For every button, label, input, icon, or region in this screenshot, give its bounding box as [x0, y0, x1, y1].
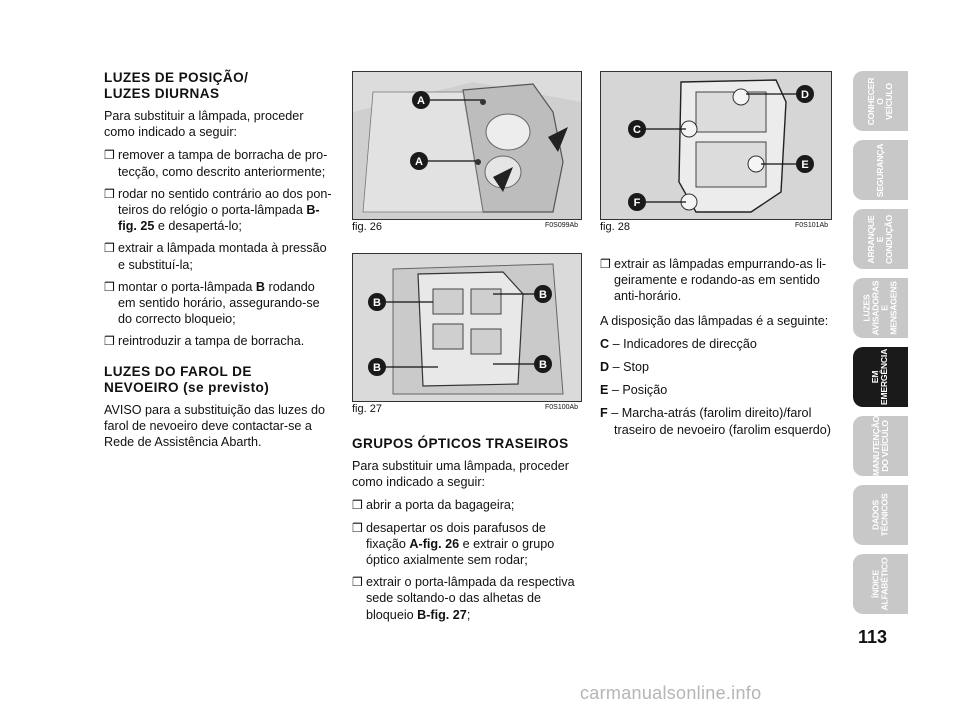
callout-label: B: [539, 359, 547, 371]
checkbox-bullet-icon: ❒: [352, 498, 363, 513]
checkbox-bullet-icon: ❒: [352, 520, 363, 535]
list-item: ❒abrir a porta da bagageira;: [352, 498, 515, 513]
column-1: LUZES DE POSIÇÃO/LUZES DIURNAS Para subs…: [104, 70, 334, 457]
lamp-item-f: F – Marcha-atrás (farolim direito)/farol…: [600, 406, 831, 437]
lamp-item-c: C – Indicadores de direcção: [600, 336, 757, 351]
tab-dados-tecnicos[interactable]: DADOS TÉCNICOS: [853, 485, 908, 545]
figure-26-image: A A: [352, 71, 582, 220]
tab-conhecer-o-veiculo[interactable]: CONHECER O VEÍCULO: [853, 71, 908, 131]
tab-manutencao-do-veiculo[interactable]: MANUTENÇÃO DO VEÍCULO: [853, 416, 908, 476]
list-item: ❒rodar no sentido contrário ao dos pon­t…: [104, 186, 332, 234]
list-item: ❒extrair as lâmpadas empurrando-as li­ge…: [600, 257, 827, 304]
checkbox-bullet-icon: ❒: [104, 334, 115, 349]
checkbox-bullet-icon: ❒: [600, 257, 611, 271]
callout-label: B: [373, 362, 381, 374]
tab-arranque-e-conducao[interactable]: ARRANQUE E CONDUÇÃO: [853, 209, 908, 269]
lamp-item-e: E – Posição: [600, 383, 668, 398]
list-item: ❒extrair a lâmpada montada à pressão e s…: [104, 241, 327, 272]
list-item: ❒remover a tampa de borracha de pro­tecç…: [104, 148, 328, 179]
figure-27-caption: fig. 27: [352, 403, 382, 415]
list-item: ❒montar o porta-lâmpada B rodando em sen…: [104, 279, 320, 327]
callout-label: B: [373, 297, 381, 309]
figure-26-code: F0S099Ab: [545, 222, 579, 229]
checkbox-bullet-icon: ❒: [104, 186, 115, 201]
callout-label: B: [539, 289, 547, 301]
tab-luzes-avisadoras[interactable]: LUZES AVISADORAS E MENSAGENS: [853, 278, 908, 338]
heading-rear-lights: GRUPOS ÓPTICOS TRASEIROS: [352, 436, 569, 451]
callout-marker: [412, 91, 430, 109]
tab-em-emergencia[interactable]: EM EMERGÊNCIA: [853, 347, 908, 407]
watermark: carmanualsonline.info: [580, 683, 762, 703]
checkbox-bullet-icon: ❒: [352, 575, 363, 590]
column-3-text: ❒extrair as lâmpadas empurrando-as li­ge…: [600, 256, 832, 445]
callout-label: D: [801, 89, 809, 101]
list-item: ❒desapertar os dois parafusos de fixação…: [352, 520, 555, 568]
figure-28-image: C D E F: [600, 71, 832, 220]
column-2-text: GRUPOS ÓPTICOS TRASEIROS Para substituir…: [352, 436, 582, 629]
tab-seguranca[interactable]: SEGURANÇA: [853, 140, 908, 200]
heading-position-lights: LUZES DE POSIÇÃO/LUZES DIURNAS: [104, 70, 249, 101]
figure-28-code: F0S101Ab: [795, 222, 829, 229]
callout-label: A: [415, 156, 423, 168]
callout-marker: [410, 152, 428, 170]
tab-indice-alfabetico[interactable]: ÍNDICE ALFABÉTICO: [853, 554, 908, 614]
intro-text: Para substituir a lâmpada, proceder como…: [104, 109, 304, 140]
figure-27-image: B B B B: [352, 253, 582, 402]
checkbox-bullet-icon: ❒: [104, 148, 115, 163]
list-item: ❒extrair o porta-lâmpada da respectiva s…: [352, 575, 575, 622]
list-item: ❒reintroduzir a tampa de borracha.: [104, 334, 305, 349]
callout-label: C: [633, 124, 641, 136]
callout-label: A: [417, 95, 425, 107]
figure-27-code: F0S100Ab: [545, 404, 579, 411]
figure-28-caption: fig. 28: [600, 221, 630, 233]
checkbox-bullet-icon: ❒: [104, 241, 115, 256]
lamp-layout-intro: A disposição das lâmpadas é a seguinte:: [600, 313, 829, 328]
figure-26-caption: fig. 26: [352, 221, 382, 233]
callout-label: F: [634, 197, 641, 209]
callout-label: E: [801, 159, 808, 171]
rear-intro: Para substituir uma lâmpada, proceder co…: [352, 459, 570, 490]
fog-light-notice: AVISO para a substituição das luzes do f…: [104, 402, 325, 450]
checkbox-bullet-icon: ❒: [104, 279, 115, 294]
lamp-item-d: D – Stop: [600, 360, 650, 375]
page-number: 113: [858, 627, 888, 647]
